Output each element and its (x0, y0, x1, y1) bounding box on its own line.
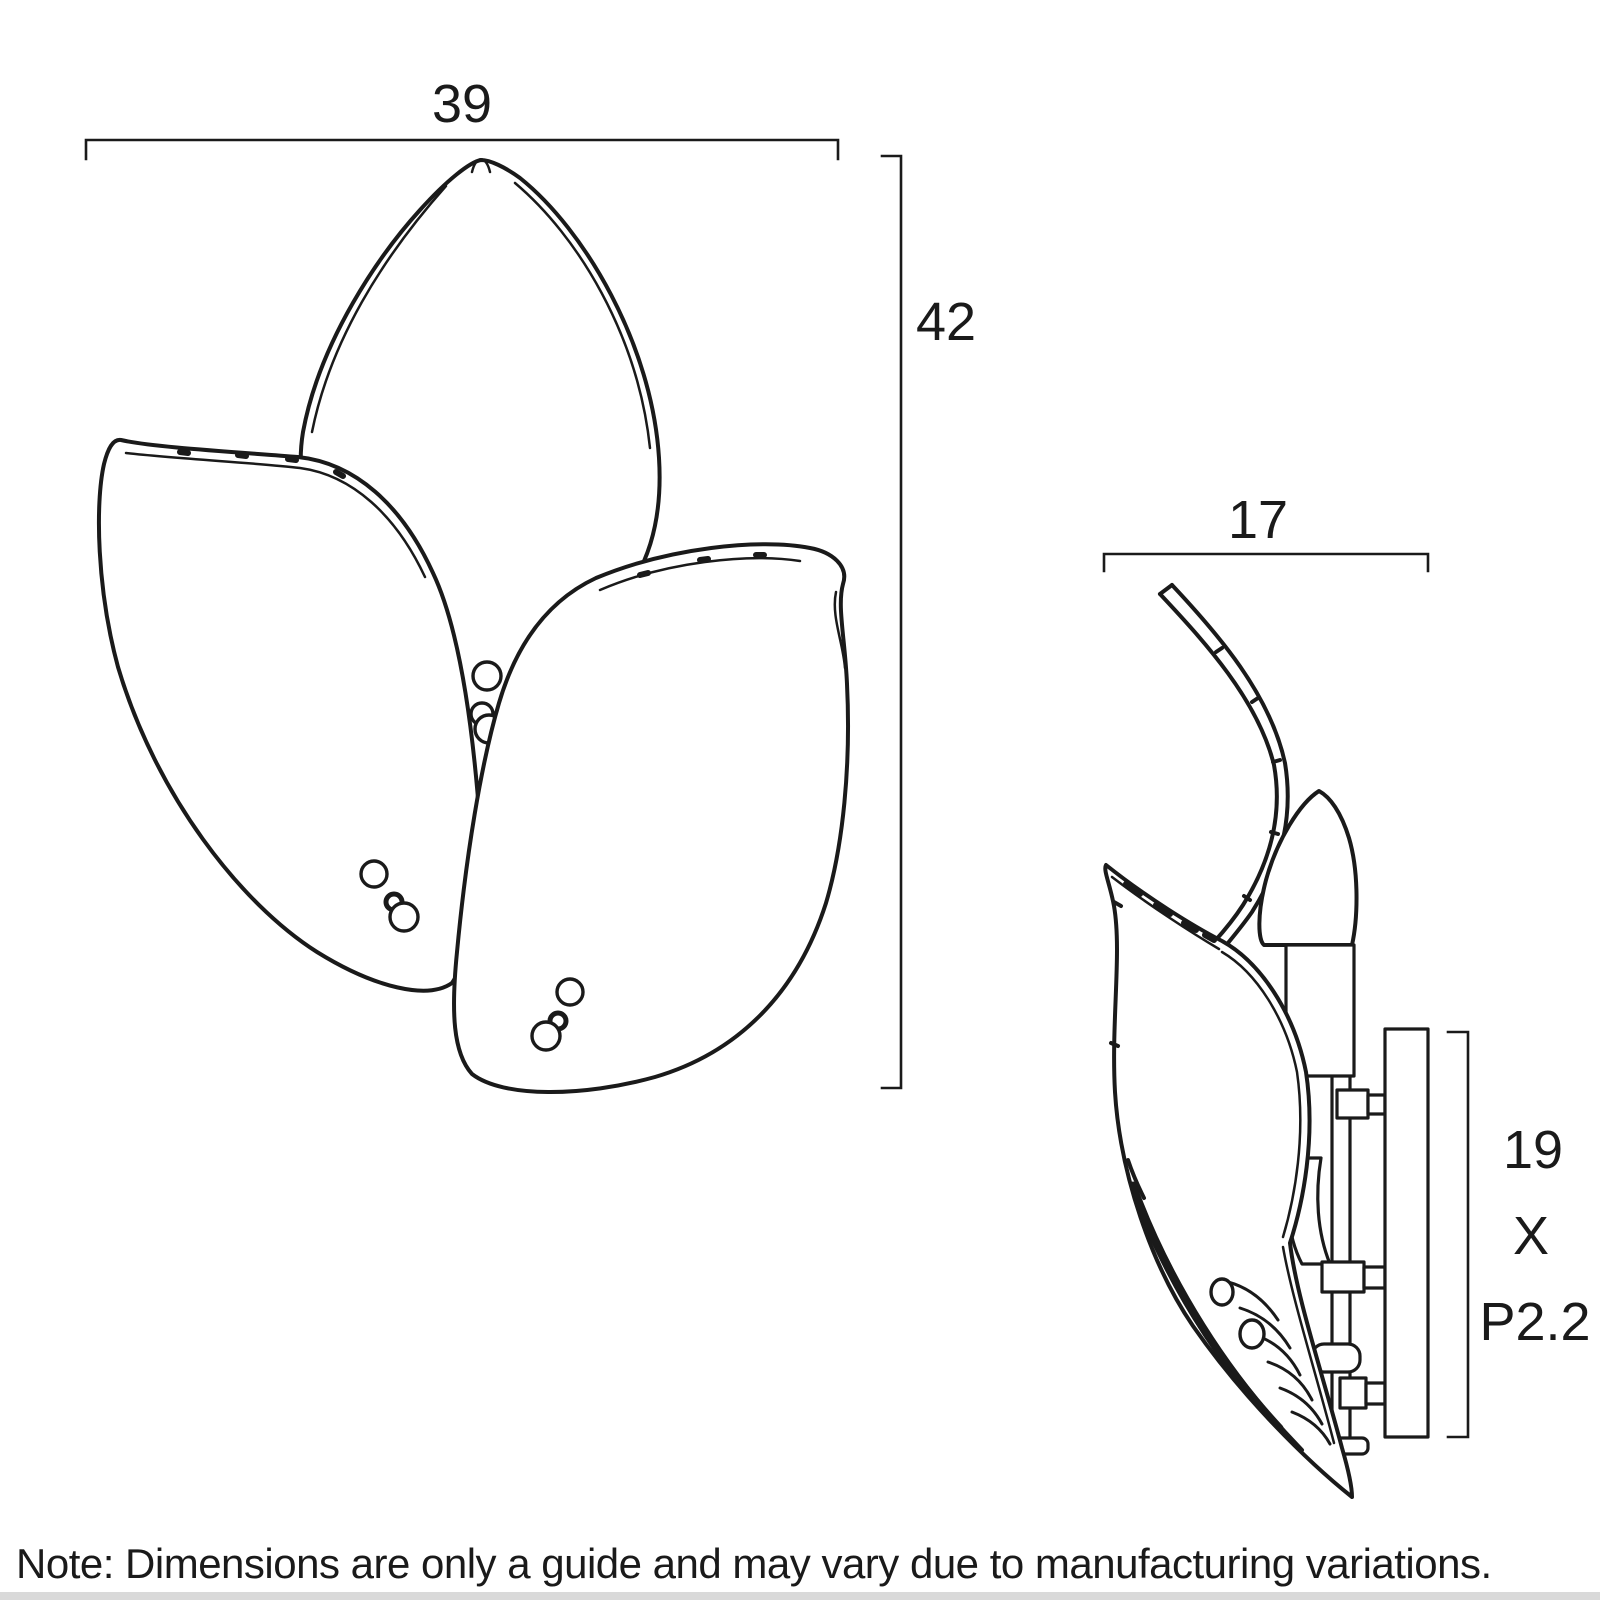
rib-line (1266, 1360, 1314, 1402)
bolt (1338, 1376, 1368, 1410)
stem-outer-line (1158, 592, 1279, 944)
side-leaf-top-dashes (1123, 881, 1217, 943)
mount-dimension-line (1446, 1030, 1470, 1439)
side-view: 17 (1102, 490, 1591, 1499)
bolt (1366, 1093, 1387, 1116)
mount-dimension: 19 X P2.2 (1446, 1030, 1591, 1439)
front-left-leaf-stitch (177, 449, 346, 479)
hatch-line (1126, 1158, 1146, 1200)
front-right-leaf (452, 542, 850, 1094)
rib-line (1278, 1386, 1324, 1426)
width-dimension-line (84, 138, 840, 161)
side-leaf-front-lower-inner (1281, 1245, 1336, 1445)
rib-line (1238, 1306, 1292, 1350)
bolt (1320, 1260, 1366, 1294)
side-leaf (1103, 863, 1354, 1499)
front-centre-leaf-tip (470, 158, 492, 174)
mounting-bolts (1320, 1088, 1387, 1410)
height-dimension: 42 (880, 154, 976, 1090)
hatch-line (1166, 1268, 1304, 1452)
mount-dimension-label-1: 19 (1503, 1120, 1563, 1180)
wall-plate (1383, 1027, 1430, 1439)
front-right-leaf-stitch (637, 552, 767, 578)
width-dimension-label: 39 (432, 74, 492, 134)
mount-dimension-label-2: X (1513, 1206, 1549, 1266)
front-right-leaf-neck (833, 590, 847, 670)
front-view: 39 42 (84, 74, 976, 1094)
rib-line (1290, 1410, 1332, 1446)
screw-hole (530, 1020, 562, 1052)
bottom-strip (0, 1592, 1600, 1600)
side-leaf-back-ticks (1109, 900, 1123, 1048)
front-centre-leaf-inner-left (310, 184, 448, 434)
stem-ticks (1214, 646, 1282, 902)
front-left-leaf (96, 437, 484, 993)
side-leaf-front-inner (1220, 950, 1302, 1239)
height-dimension-line (880, 154, 903, 1090)
stem-tip-cap (1158, 583, 1174, 596)
stem (1158, 583, 1290, 951)
screw-hole (388, 901, 420, 933)
leaf-bead (1238, 1318, 1266, 1350)
depth-dimension: 17 (1102, 490, 1430, 573)
front-left-leaf-inner (124, 451, 427, 579)
front-centre-leaf-inner-right (513, 181, 652, 450)
width-dimension: 39 (84, 74, 840, 161)
screw-hole (555, 977, 585, 1007)
screw-hole (359, 859, 389, 889)
height-dimension-label: 42 (916, 292, 976, 352)
depth-dimension-line (1102, 552, 1430, 573)
stem-inner-line (1170, 583, 1290, 951)
mount-dimension-label-3: P2.2 (1479, 1292, 1590, 1352)
depth-dimension-label: 17 (1228, 490, 1288, 550)
candle-bulb (1257, 789, 1359, 947)
screw-hole (471, 660, 503, 692)
bolt (1362, 1265, 1387, 1290)
leaf-bead (1209, 1277, 1235, 1307)
leaf-hatching (1126, 1158, 1332, 1452)
bolt (1364, 1381, 1387, 1406)
rib-line (1226, 1280, 1280, 1322)
bolt (1335, 1088, 1370, 1120)
disclaimer-note: Note: Dimensions are only a guide and ma… (16, 1540, 1492, 1587)
